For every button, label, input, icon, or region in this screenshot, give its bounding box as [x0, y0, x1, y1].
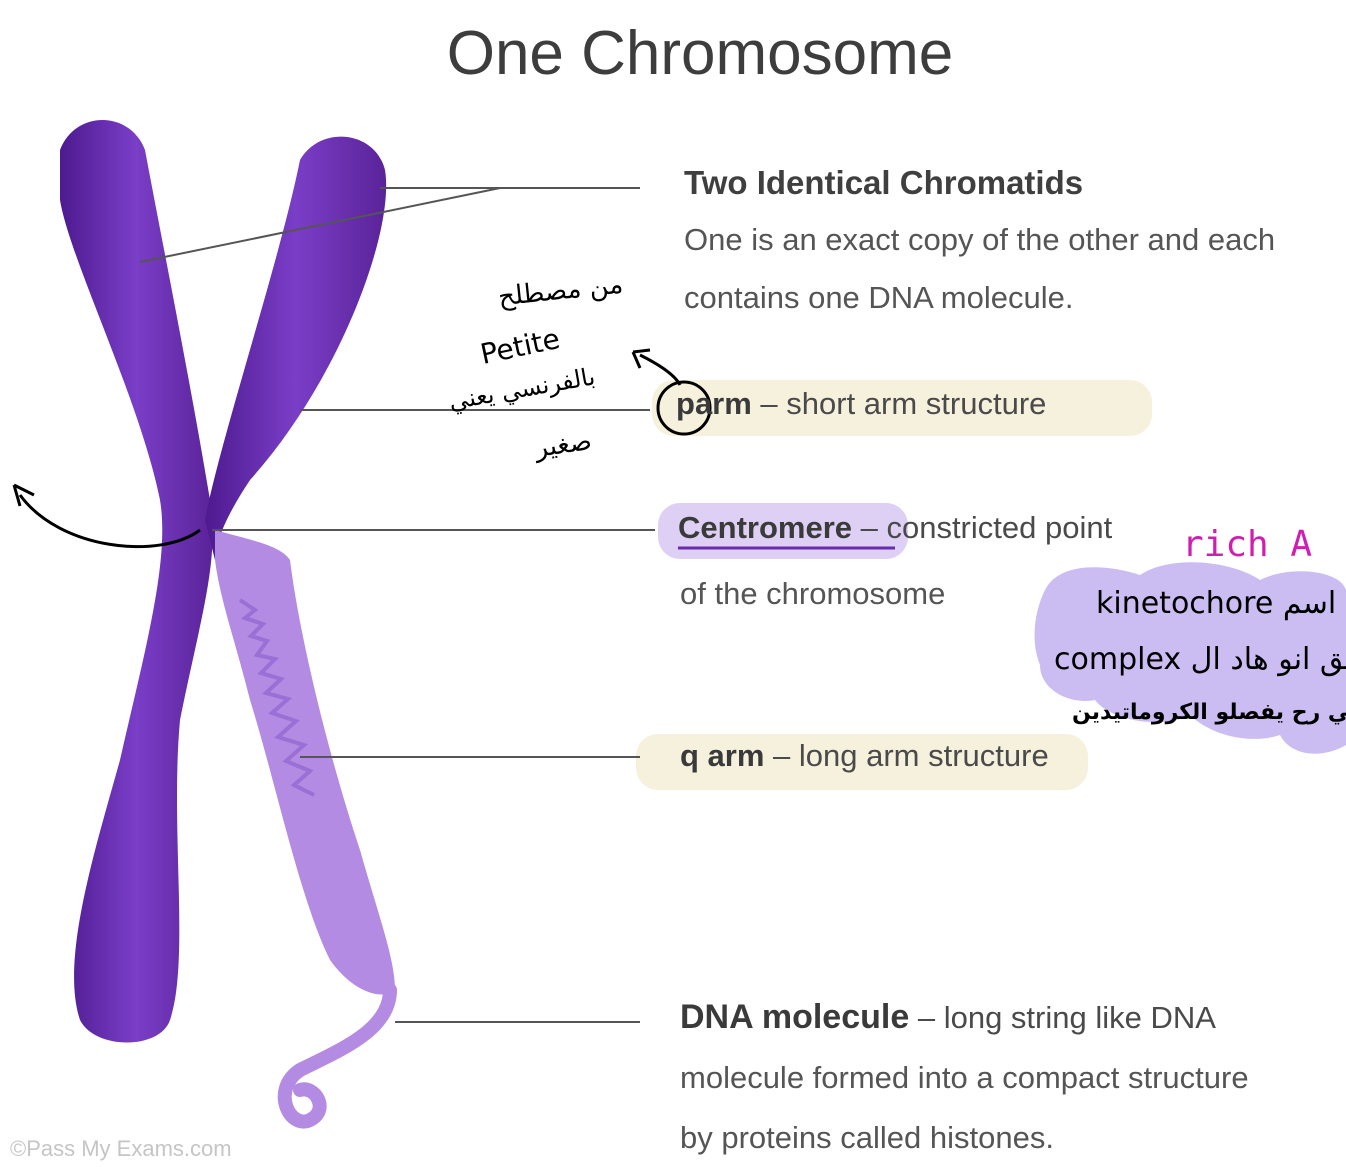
left-chromatid	[60, 120, 213, 1043]
dna-word: DNA molecule	[680, 998, 909, 1036]
p-arm-desc: – short arm structure	[752, 386, 1047, 421]
dna-desc: – long string like DNA	[909, 1000, 1216, 1035]
watermark: ©Pass My Exams.com	[10, 1136, 232, 1162]
chromatids-title: Two Identical Chromatids	[684, 164, 1083, 202]
dna-desc-line-2: molecule formed into a compact structure	[680, 1060, 1249, 1096]
chromatids-desc-line-2: contains one DNA molecule.	[684, 280, 1073, 316]
right-chromatid	[205, 137, 386, 560]
p-arm-word: arm	[695, 386, 752, 421]
centromere-label: Centromere – constricted point	[678, 510, 1112, 546]
note-kinetochore: kinetochore اسم	[1096, 586, 1336, 621]
dna-desc-line-3: by proteins called histones.	[680, 1120, 1054, 1156]
hand-arrow-p	[640, 355, 680, 385]
note-arabic-bottom: الي رح يفصلو الكروماتيدين	[1072, 700, 1346, 725]
dna-label: DNA molecule – long string like DNA	[680, 998, 1216, 1037]
p-arm-label: parm – short arm structure	[676, 386, 1046, 422]
centromere-desc: – constricted point	[852, 510, 1112, 545]
q-arm-word: q arm	[680, 738, 764, 773]
note-rich-a: rich A	[1182, 524, 1312, 565]
centromere-word: Centromere	[678, 510, 852, 545]
chromatids-desc-line-1: One is an exact copy of the other and ea…	[684, 222, 1275, 258]
q-arm-label: q arm – long arm structure	[680, 738, 1049, 774]
p-letter: p	[676, 386, 695, 421]
q-arm-desc: – long arm structure	[764, 738, 1048, 773]
note-complex: complex يق انو هاد ال	[1054, 642, 1346, 677]
centromere-desc-line-2: of the chromosome	[680, 576, 945, 612]
